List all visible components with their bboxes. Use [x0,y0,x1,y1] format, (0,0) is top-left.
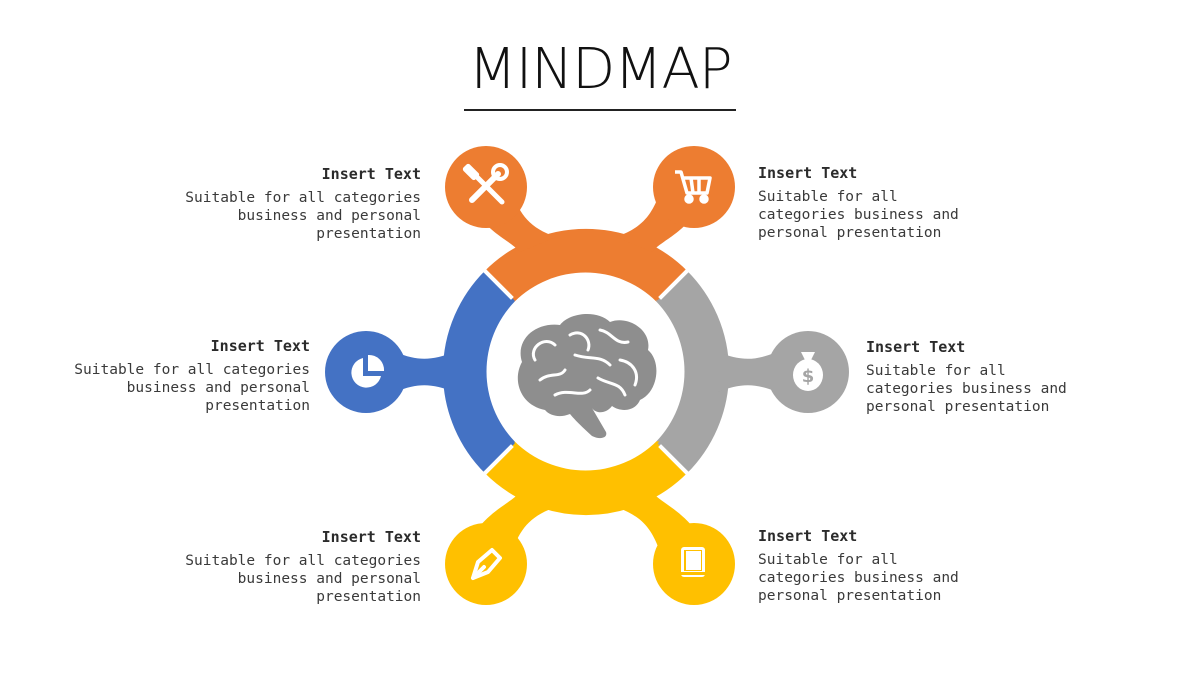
node-text-bottom-left: Insert Text Suitable for all categories … [121,528,421,606]
node-text-middle-right: Insert Text Suitable for all categories … [866,338,1166,416]
brain-icon [517,314,657,439]
cart-icon [675,170,712,204]
page-title: MINDMAP [468,37,732,102]
node-title: Insert Text [321,165,421,183]
node-description: Suitable for all categories business and… [185,553,421,605]
node-text-top-right: Insert Text Suitable for all categories … [758,164,1058,242]
node-title: Insert Text [758,527,858,545]
node-circle-bottom-left [445,523,527,605]
pen-icon [471,548,502,580]
node-text-bottom-right: Insert Text Suitable for all categories … [758,527,1058,605]
node-title: Insert Text [758,164,858,182]
connector-left [395,352,455,392]
pie-chart-icon [351,354,385,388]
node-circle-middle-left [325,331,407,413]
node-description: Suitable for all categories business and… [866,363,1067,415]
ring-arc-top [484,229,688,301]
book-icon [681,547,705,577]
node-title: Insert Text [210,337,310,355]
connector-right [717,352,777,392]
ring-arc-left [443,270,515,474]
ring [443,229,729,515]
svg-text:$: $ [802,366,815,387]
money-bag-icon: $ [793,352,823,391]
node-circle-top-right [653,146,735,228]
node-description: Suitable for all categories business and… [185,190,421,242]
ring-arc-bottom [484,443,688,515]
ring-gaps [480,266,692,478]
node-title: Insert Text [321,528,421,546]
node-description: Suitable for all categories business and… [758,189,959,241]
title-underline [464,109,736,111]
node-description: Suitable for all categories business and… [758,552,959,604]
node-text-middle-left: Insert Text Suitable for all categories … [10,337,310,415]
ring-arc-right [657,270,729,474]
node-description: Suitable for all categories business and… [74,362,310,414]
node-text-top-left: Insert Text Suitable for all categories … [121,165,421,243]
node-title: Insert Text [866,338,966,356]
tools-icon [462,163,509,205]
